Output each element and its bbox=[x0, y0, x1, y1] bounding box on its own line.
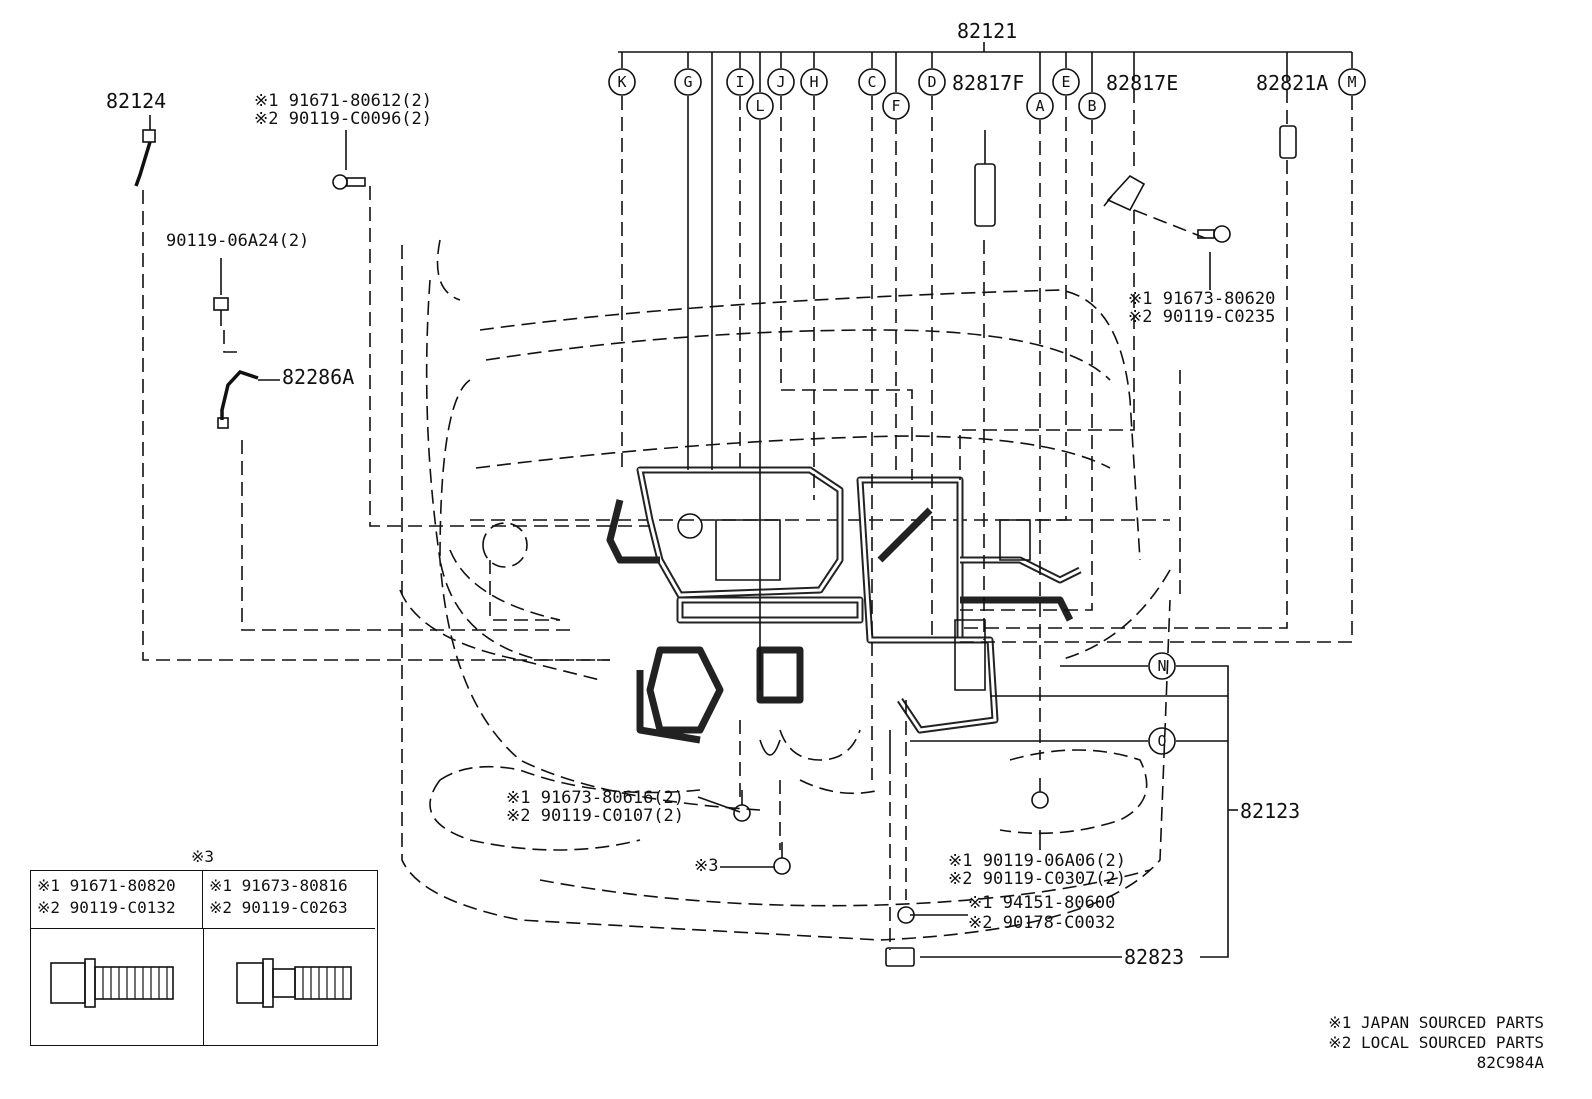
part-82121: 82121 bbox=[957, 19, 1017, 43]
callout-circles: K G I L J H C F D A E B M N O bbox=[608, 68, 1366, 755]
part-82286a: 82286A bbox=[282, 365, 354, 389]
fastener-mid-1: ※1 91673-80616(2) bbox=[506, 788, 684, 808]
connector-82823-icon bbox=[885, 947, 915, 967]
callout-i: I bbox=[726, 68, 754, 96]
callout-l-label: L bbox=[755, 97, 764, 115]
callout-g-label: G bbox=[683, 73, 692, 91]
bolt-top-left-icon bbox=[332, 130, 366, 190]
connector-82817f-icon bbox=[974, 130, 996, 227]
callout-i-label: I bbox=[735, 73, 744, 91]
callout-m: M bbox=[1338, 68, 1366, 96]
harness-assembly bbox=[606, 466, 1082, 760]
diagram-code: 82C984A bbox=[1476, 1053, 1544, 1072]
part-82817e: 82817E bbox=[1106, 71, 1178, 95]
callout-f: F bbox=[882, 92, 910, 120]
fastener-lower-1: ※1 90119-06A06(2) bbox=[948, 851, 1126, 871]
clip-82817e-icon bbox=[1103, 174, 1146, 212]
bolt-right-icon bbox=[1197, 225, 1231, 243]
part-82823: 82823 bbox=[1124, 945, 1184, 969]
callout-j: J bbox=[767, 68, 795, 96]
bracket-82286a-icon bbox=[217, 369, 280, 429]
callout-m-label: M bbox=[1347, 73, 1356, 91]
bolt-mid-icon bbox=[733, 790, 751, 822]
connector-82821a-icon bbox=[1279, 125, 1297, 159]
callout-b: B bbox=[1078, 92, 1106, 120]
callout-c-label: C bbox=[867, 73, 876, 91]
part-82123: 82123 bbox=[1240, 799, 1300, 823]
callout-n: N bbox=[1148, 652, 1176, 680]
part-82124: 82124 bbox=[106, 89, 166, 113]
part-82817f: 82817F bbox=[952, 71, 1024, 95]
fastener-top-left-1: ※1 91671-80612(2) bbox=[254, 91, 432, 111]
callout-a-label: A bbox=[1035, 97, 1044, 115]
clip-lower-icon bbox=[897, 906, 915, 924]
callout-d-label: D bbox=[927, 73, 936, 91]
footnotes: ※1 JAPAN SOURCED PARTS ※2 LOCAL SOURCED … bbox=[1328, 1013, 1544, 1073]
callout-d: D bbox=[918, 68, 946, 96]
fastener-top-left-2: ※2 90119-C0096(2) bbox=[254, 109, 432, 129]
callout-j-label: J bbox=[776, 73, 785, 91]
callout-a: A bbox=[1026, 92, 1054, 120]
bolt-legend-table: ※3 ※1 91671-80820 ※2 90119-C0132 ※1 9167… bbox=[30, 847, 378, 1046]
callout-e: E bbox=[1052, 68, 1080, 96]
fastener-clip-2: ※2 90178-C0032 bbox=[968, 913, 1115, 933]
fastener-clip-1: ※1 94151-80600 bbox=[968, 893, 1115, 913]
part-82821a: 82821A bbox=[1256, 71, 1328, 95]
legend-bolt-drawings bbox=[50, 958, 352, 1008]
fastener-star3: ※3 bbox=[694, 856, 718, 876]
bolt-lower-icon bbox=[1031, 778, 1049, 809]
callout-e-label: E bbox=[1061, 73, 1070, 91]
callout-h-label: H bbox=[809, 73, 818, 91]
connector-82124-icon bbox=[134, 115, 156, 187]
flange-bolt-right-icon bbox=[236, 958, 352, 1008]
fastener-lower-2: ※2 90119-C0307(2) bbox=[948, 869, 1126, 889]
flange-bolt-left-icon bbox=[50, 958, 174, 1008]
callout-n-label: N bbox=[1157, 657, 1166, 675]
legend-right-parts: ※1 91673-80816 ※2 90119-C0263 bbox=[203, 871, 375, 929]
callout-c: C bbox=[858, 68, 886, 96]
fastener-right-2: ※2 90119-C0235 bbox=[1128, 307, 1275, 327]
fastener-left-bolt: 90119-06A24(2) bbox=[166, 231, 309, 251]
legend-title: ※3 bbox=[191, 847, 215, 866]
callout-l: L bbox=[746, 92, 774, 120]
legend-left-parts: ※1 91671-80820 ※2 90119-C0132 bbox=[31, 871, 203, 929]
bolt-left-icon bbox=[213, 297, 229, 326]
fastener-right-1: ※1 91673-80620 bbox=[1128, 289, 1275, 309]
fastener-mid-2: ※2 90119-C0107(2) bbox=[506, 806, 684, 826]
callout-b-label: B bbox=[1087, 97, 1096, 115]
main-harness-bracket bbox=[618, 42, 1353, 92]
callout-f-label: F bbox=[891, 97, 900, 115]
callout-k: K bbox=[608, 68, 636, 96]
callout-g: G bbox=[674, 68, 702, 96]
bolt-star3-icon bbox=[773, 842, 791, 875]
callout-o: O bbox=[1148, 727, 1176, 755]
callout-h: H bbox=[800, 68, 828, 96]
footnote-local-sourced: ※2 LOCAL SOURCED PARTS bbox=[1328, 1033, 1544, 1052]
callout-o-label: O bbox=[1157, 732, 1166, 750]
callout-k-label: K bbox=[617, 73, 626, 91]
callout-leaders bbox=[142, 52, 1353, 958]
footnote-japan-sourced: ※1 JAPAN SOURCED PARTS bbox=[1328, 1013, 1544, 1032]
